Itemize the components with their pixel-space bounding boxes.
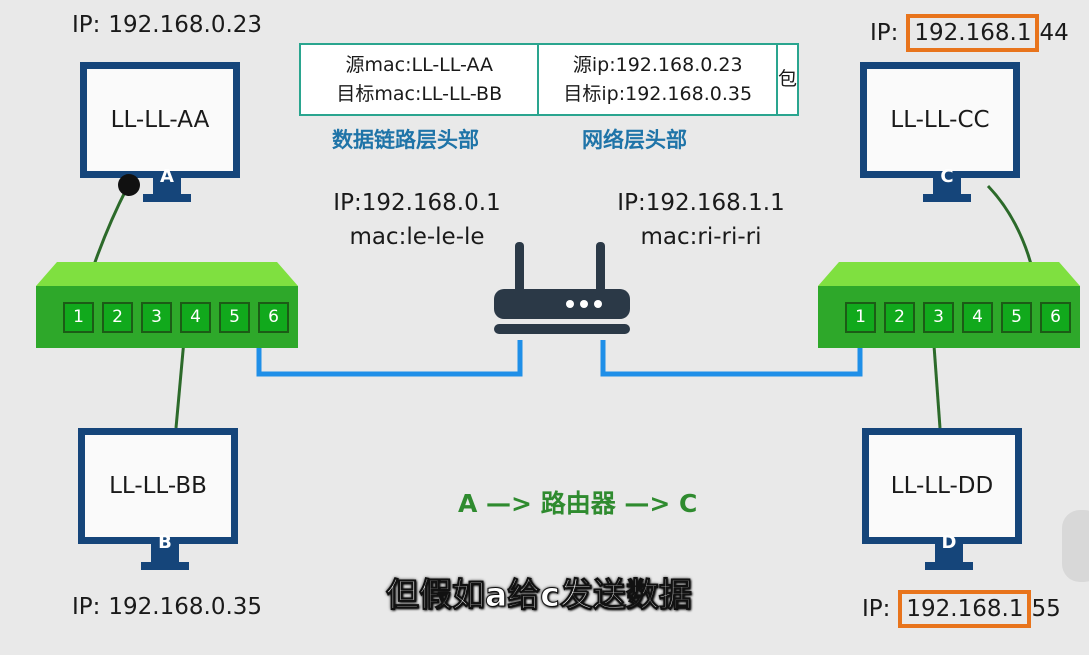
host-d-ip-rest: 55	[1031, 596, 1061, 622]
flow-path-text: A —> 路由器 —> C	[458, 489, 698, 518]
switch-right-port-1[interactable]: 1	[845, 302, 876, 333]
cable-router-switch2	[600, 325, 863, 377]
host-d-letter: D	[941, 532, 957, 553]
network-caption: 网络层头部	[582, 128, 687, 152]
host-c-stand	[933, 178, 961, 196]
switch-left-port-2[interactable]: 2	[102, 302, 133, 333]
video-subtitle: 但假如a给c发送数据	[386, 575, 693, 615]
switch-right-port-2[interactable]: 2	[884, 302, 915, 333]
datalink-header-cell: 源mac:LL-LL-AA 目标mac:LL-LL-BB	[301, 45, 540, 114]
switch-right-top	[818, 262, 1080, 286]
host-a-letter: A	[160, 166, 174, 187]
router-left-mac: mac:le-le-le	[349, 224, 485, 250]
host-c-mac: LL-LL-CC	[890, 107, 990, 133]
packet-header-table: 源mac:LL-LL-AA 目标mac:LL-LL-BB 源ip:192.168…	[299, 43, 799, 116]
switch-left-port-4[interactable]: 4	[180, 302, 211, 333]
host-d-mac: LL-LL-DD	[890, 473, 994, 499]
datalink-caption: 数据链路层头部	[332, 128, 479, 152]
switch-left-port-6[interactable]: 6	[258, 302, 289, 333]
host-a-monitor[interactable]: LL-LL-AA	[80, 62, 240, 178]
host-d-monitor[interactable]: LL-LL-DD	[862, 428, 1022, 544]
switch-left-ports: 1 2 3 4 5 6	[63, 302, 289, 333]
host-c-ip-rest: 44	[1039, 20, 1069, 46]
host-d-ip-highlight: 192.168.1	[898, 590, 1032, 628]
network-header-cell: 源ip:192.168.0.23 目标ip:192.168.0.35	[539, 45, 778, 114]
src-mac: 源mac:LL-LL-AA	[345, 53, 493, 76]
cursor-dot-icon	[118, 174, 140, 196]
switch-left-port-1[interactable]: 1	[63, 302, 94, 333]
host-c-ip-highlight: 192.168.1	[906, 14, 1040, 52]
host-a-mac: LL-LL-AA	[110, 107, 210, 133]
router-left-interface: IP:192.168.0.1 mac:le-le-le	[322, 186, 512, 254]
host-a-stand	[153, 178, 181, 196]
src-ip: 源ip:192.168.0.23	[572, 53, 743, 76]
switch-right-port-3[interactable]: 3	[923, 302, 954, 333]
switch-left[interactable]: 1 2 3 4 5 6	[36, 262, 298, 348]
switch-left-port-3[interactable]: 3	[141, 302, 172, 333]
router-left-ip: IP:192.168.0.1	[333, 190, 501, 216]
dst-mac: 目标mac:LL-LL-BB	[336, 82, 503, 105]
dst-ip: 目标ip:192.168.0.35	[563, 82, 753, 105]
host-a-ip-prefix: IP:	[72, 12, 101, 38]
host-b-monitor[interactable]: LL-LL-BB	[78, 428, 238, 544]
host-b-ip-value: 192.168.0.35	[108, 594, 263, 620]
host-a-base	[143, 194, 191, 202]
host-c-base	[923, 194, 971, 202]
host-a-ip: IP: 192.168.0.23	[72, 12, 262, 38]
switch-right-port-6[interactable]: 6	[1040, 302, 1071, 333]
switch-left-port-5[interactable]: 5	[219, 302, 250, 333]
side-overlay-icon[interactable]	[1062, 510, 1089, 582]
switch-left-top	[36, 262, 298, 286]
switch-right-port-4[interactable]: 4	[962, 302, 993, 333]
payload-label: 包	[777, 68, 797, 90]
host-c-ip-prefix: IP:	[870, 20, 899, 46]
host-b-ip: IP: 192.168.0.35	[72, 594, 262, 620]
host-d-ip-prefix: IP:	[862, 596, 891, 622]
switch-right-port-5[interactable]: 5	[1001, 302, 1032, 333]
payload-cell: 包	[778, 45, 797, 114]
host-d-base	[925, 562, 973, 570]
host-b-letter: B	[158, 532, 172, 553]
router-right-ip: IP:192.168.1.1	[617, 190, 785, 216]
router-right-interface: IP:192.168.1.1 mac:ri-ri-ri	[606, 186, 796, 254]
host-a-ip-value: 192.168.0.23	[108, 12, 263, 38]
switch-right[interactable]: 1 2 3 4 5 6	[818, 262, 1080, 348]
host-b-ip-prefix: IP:	[72, 594, 101, 620]
host-d-stand	[935, 544, 963, 564]
switch-right-ports: 1 2 3 4 5 6	[845, 302, 1071, 333]
cable-switch1-router	[256, 325, 523, 377]
host-b-mac: LL-LL-BB	[109, 473, 207, 499]
host-c-monitor[interactable]: LL-LL-CC	[860, 62, 1020, 178]
host-b-stand	[151, 544, 179, 564]
router-right-mac: mac:ri-ri-ri	[640, 224, 762, 250]
host-c-letter: C	[940, 166, 954, 187]
host-b-base	[141, 562, 189, 570]
